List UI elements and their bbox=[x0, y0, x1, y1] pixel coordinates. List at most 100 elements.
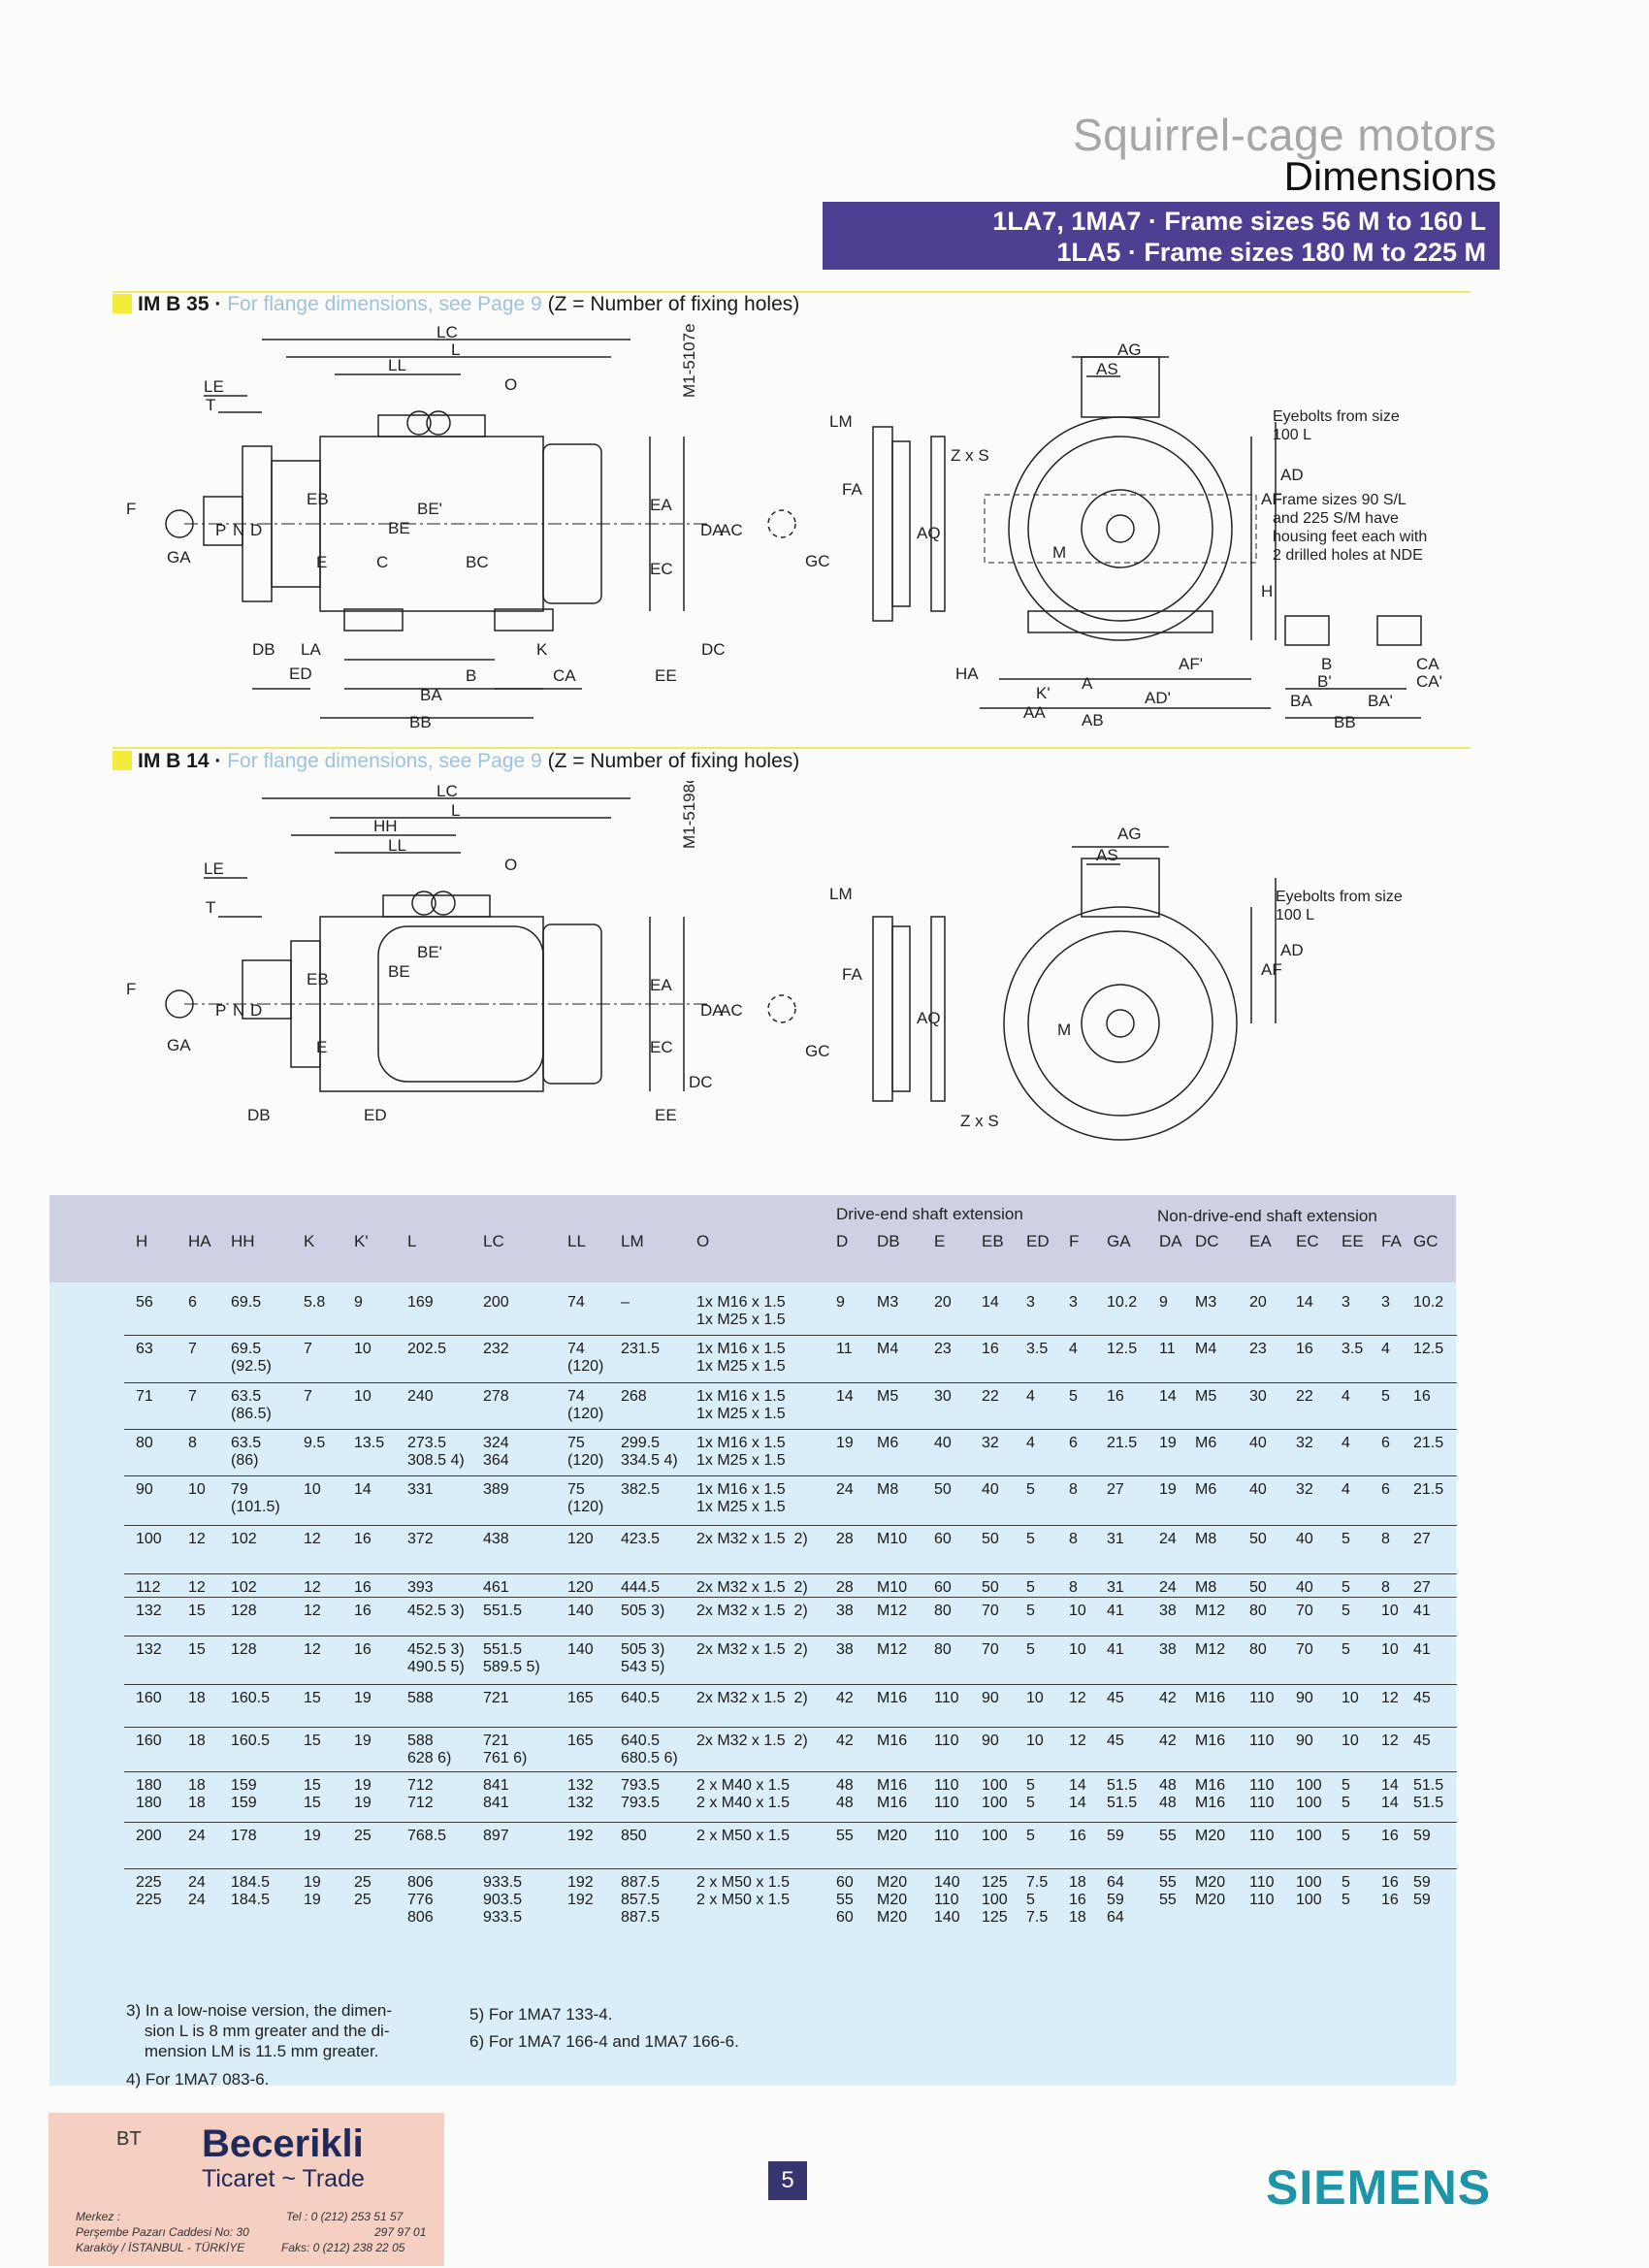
svg-text:AF: AF bbox=[1261, 490, 1282, 508]
table-cell: 14 bbox=[836, 1388, 854, 1405]
table-cell: 4 bbox=[1342, 1388, 1350, 1405]
group-nondrive: Non-drive-end shaft extension bbox=[1157, 1207, 1377, 1225]
table-cell: 12 bbox=[1381, 1733, 1399, 1749]
row-divider bbox=[124, 1335, 1457, 1336]
table-cell: 110 bbox=[934, 1690, 959, 1706]
table-cell: 12 bbox=[304, 1579, 321, 1596]
table-cell: 159 159 bbox=[231, 1777, 257, 1811]
table-cell: 10 bbox=[1026, 1690, 1044, 1706]
table-cell: 50 bbox=[1249, 1531, 1267, 1547]
table-cell: M8 bbox=[1195, 1579, 1217, 1596]
section-title-imb14: IM B 14 · For flange dimensions, see Pag… bbox=[113, 750, 799, 773]
table-cell: 2x M32 x 1.5 2) bbox=[696, 1531, 808, 1547]
svg-text:DC: DC bbox=[689, 1073, 713, 1091]
table-cell: 128 bbox=[231, 1603, 257, 1619]
table-cell: 110 bbox=[1249, 1690, 1275, 1706]
table-cell: 25 25 bbox=[354, 1874, 372, 1908]
table-cell: M6 bbox=[1195, 1435, 1217, 1451]
dealer-logo: BT bbox=[116, 2128, 142, 2151]
table-cell: 42 bbox=[1159, 1733, 1177, 1749]
table-cell: 16 bbox=[1107, 1388, 1124, 1405]
table-cell: 8 bbox=[188, 1435, 197, 1451]
table-cell: 4 bbox=[1026, 1435, 1035, 1451]
table-cell: 505 3) bbox=[621, 1603, 665, 1619]
table-cell: 110 110 bbox=[1249, 1874, 1275, 1908]
table-cell: 452.5 3) 490.5 5) bbox=[407, 1641, 465, 1675]
table-cell: 80 bbox=[136, 1435, 153, 1451]
table-cell: 588 bbox=[407, 1690, 434, 1706]
table-cell: 90 bbox=[1296, 1733, 1313, 1749]
table-cell: 21.5 bbox=[1107, 1435, 1138, 1451]
table-cell: 125 100 125 bbox=[982, 1874, 1008, 1926]
table-cell: 160 bbox=[136, 1690, 162, 1706]
svg-text:BC: BC bbox=[466, 553, 489, 571]
svg-text:EB: EB bbox=[307, 970, 329, 988]
table-cell: 165 bbox=[567, 1690, 594, 1706]
column-header: GA bbox=[1107, 1232, 1131, 1250]
table-cell: 19 bbox=[304, 1828, 321, 1844]
table-cell: 2x M32 x 1.5 2) bbox=[696, 1733, 808, 1749]
table-cell: 3.5 bbox=[1342, 1341, 1364, 1357]
table-cell: 31 bbox=[1107, 1531, 1124, 1547]
table-cell: 12 bbox=[1069, 1733, 1086, 1749]
svg-text:M: M bbox=[1057, 1021, 1071, 1039]
table-cell: 806 776 806 bbox=[407, 1874, 434, 1926]
row-divider bbox=[124, 1429, 1457, 1430]
table-cell: 40 bbox=[982, 1481, 999, 1498]
dealer-merkez: Merkez : bbox=[76, 2210, 121, 2223]
table-cell: 5 bbox=[1381, 1388, 1390, 1405]
section-code: IM B 35 · bbox=[138, 293, 222, 315]
table-cell: 60 bbox=[934, 1531, 952, 1547]
table-cell: 12 bbox=[304, 1641, 321, 1658]
table-cell: 4 bbox=[1026, 1388, 1035, 1405]
table-cell: 63.5 (86) bbox=[231, 1435, 262, 1469]
table-cell: 10 bbox=[354, 1388, 372, 1405]
svg-text:B: B bbox=[1321, 655, 1332, 673]
table-cell: 10 bbox=[1026, 1733, 1044, 1749]
table-cell: 45 bbox=[1413, 1690, 1431, 1706]
group-drive: Drive-end shaft extension bbox=[836, 1205, 1023, 1223]
table-cell: 32 bbox=[1296, 1481, 1313, 1498]
table-cell: 7 bbox=[188, 1341, 197, 1357]
table-cell: 16 bbox=[1296, 1341, 1313, 1357]
svg-text:LM: LM bbox=[829, 412, 853, 431]
svg-text:LM: LM bbox=[829, 885, 853, 903]
table-cell: 8 bbox=[1381, 1579, 1390, 1596]
table-cell: M16 M16 bbox=[1195, 1777, 1226, 1811]
table-cell: 3 bbox=[1342, 1294, 1350, 1311]
svg-text:AD': AD' bbox=[1145, 689, 1171, 707]
dimension-table bbox=[49, 1195, 1456, 2086]
table-cell: 41 bbox=[1107, 1603, 1124, 1619]
table-cell: 75 (120) bbox=[567, 1481, 604, 1515]
table-cell: 24 bbox=[836, 1481, 854, 1498]
table-cell: 45 bbox=[1107, 1733, 1124, 1749]
table-cell: 6 bbox=[188, 1294, 197, 1311]
svg-text:BB: BB bbox=[1334, 713, 1356, 728]
svg-text:BE': BE' bbox=[417, 500, 442, 518]
table-cell: 588 628 6) bbox=[407, 1733, 452, 1766]
column-header: HH bbox=[231, 1232, 255, 1250]
table-cell: 70 bbox=[1296, 1641, 1313, 1658]
table-cell: 14 14 bbox=[1069, 1777, 1086, 1811]
table-cell: 70 bbox=[982, 1641, 999, 1658]
note-6: 6) For 1MA7 166-4 and 1MA7 166-6. bbox=[469, 2032, 739, 2051]
svg-text:LL: LL bbox=[388, 836, 406, 855]
table-cell: 18 bbox=[188, 1733, 206, 1749]
table-cell: 225 225 bbox=[136, 1874, 162, 1908]
column-header: DC bbox=[1195, 1232, 1219, 1250]
table-cell: 90 bbox=[982, 1690, 999, 1706]
svg-text:K': K' bbox=[1036, 684, 1051, 702]
table-cell: 299.5 334.5 4) bbox=[621, 1435, 678, 1469]
table-cell: 100 bbox=[1296, 1828, 1322, 1844]
table-cell: 1x M16 x 1.5 1x M25 x 1.5 bbox=[696, 1435, 786, 1469]
table-cell: – bbox=[621, 1294, 630, 1311]
table-cell: 19 bbox=[1159, 1481, 1177, 1498]
table-cell: 5 bbox=[1069, 1388, 1078, 1405]
table-cell: 768.5 bbox=[407, 1828, 447, 1844]
table-cell: 23 bbox=[934, 1341, 952, 1357]
svg-text:AG: AG bbox=[1117, 340, 1142, 359]
section-code: IM B 14 · bbox=[138, 750, 222, 772]
table-cell: 10 bbox=[354, 1341, 372, 1357]
table-cell: 22 bbox=[1296, 1388, 1313, 1405]
table-cell: 16 bbox=[354, 1531, 372, 1547]
